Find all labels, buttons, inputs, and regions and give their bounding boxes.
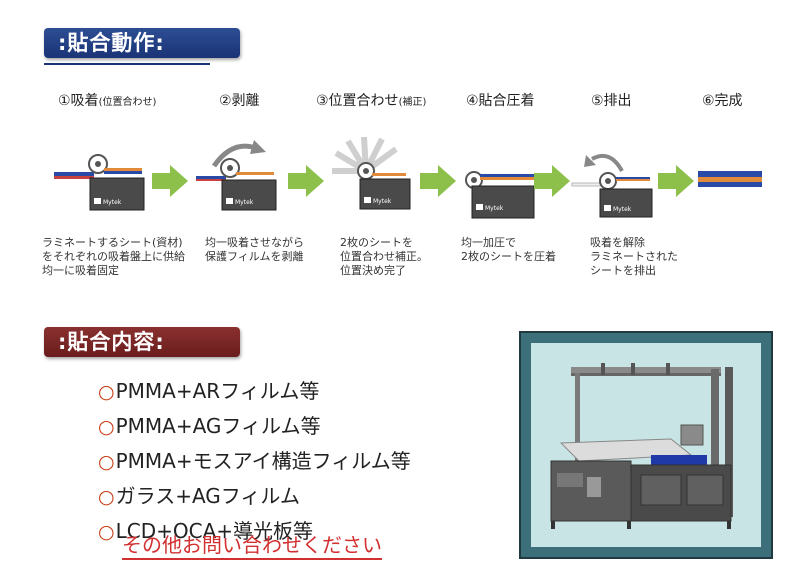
step-desc-4: 均一加圧で 2枚のシートを圧着	[461, 236, 556, 263]
step1-illustration: Mytek	[54, 154, 145, 211]
arrow-right-icon	[658, 165, 694, 197]
arrow-right-icon	[534, 165, 570, 197]
laminator-machine-image	[550, 363, 733, 529]
step2-illustration: Mytek	[196, 140, 277, 211]
step-label-4: ④貼合圧着	[466, 93, 535, 109]
arrow-right-icon	[152, 165, 188, 197]
machine-label: Mytek	[485, 205, 504, 212]
finished-laminate-icon	[698, 171, 762, 187]
machine-label: Mytek	[103, 199, 122, 206]
step4-illustration: Mytek	[465, 171, 535, 219]
contact-note: その他お問い合わせください	[122, 532, 382, 560]
step3-illustration: Mytek	[332, 136, 411, 210]
step-desc-1: ラミネートするシート(資材) をそれぞれの吸着盤上に供給 均一に吸着固定	[42, 236, 185, 277]
list-item: ○PMMA+AGフィルム等	[98, 414, 321, 438]
step-desc-3: 2枚のシートを 位置合わせ補正。 位置決め完了	[340, 236, 428, 277]
step-label-5: ⑤排出	[591, 93, 632, 109]
title-underline	[44, 63, 210, 65]
step-label-6: ⑥完成	[702, 93, 743, 109]
arrow-right-icon	[288, 165, 324, 197]
machine-photo	[519, 331, 773, 559]
step5-illustration: Mytek	[571, 154, 653, 218]
machine-label: Mytek	[235, 199, 254, 206]
list-item: ○ガラス+AGフィルム	[98, 484, 300, 508]
step-desc-5: 吸着を解除 ラミネートされた シートを排出	[590, 236, 678, 277]
arrow-right-icon	[420, 165, 456, 197]
step-label-3: ③位置合わせ(補正)	[316, 93, 427, 109]
circle-icon: ○	[98, 521, 115, 543]
list-item: ○PMMA+モスアイ構造フィルム等	[98, 449, 411, 473]
circle-icon: ○	[98, 381, 115, 403]
list-item: ○PMMA+ARフィルム等	[98, 379, 320, 403]
circle-icon: ○	[98, 486, 115, 508]
step-label-2: ②剥離	[219, 93, 260, 109]
section-title-process: :貼合動作:	[44, 28, 240, 58]
list-item: ○LCD+OCA+導光板等	[98, 519, 314, 543]
machine-label: Mytek	[373, 198, 392, 205]
circle-icon: ○	[98, 416, 115, 438]
lamination-list: ○PMMA+ARフィルム等 ○PMMA+AGフィルム等 ○PMMA+モスアイ構造…	[98, 374, 411, 549]
section-title-contents: :貼合内容:	[44, 327, 240, 357]
step-desc-2: 均一吸着させながら 保護フィルムを剥離	[205, 236, 304, 263]
circle-icon: ○	[98, 451, 115, 473]
step-label-1: ①吸着(位置合わせ)	[58, 93, 157, 109]
machine-label: Mytek	[613, 206, 632, 213]
